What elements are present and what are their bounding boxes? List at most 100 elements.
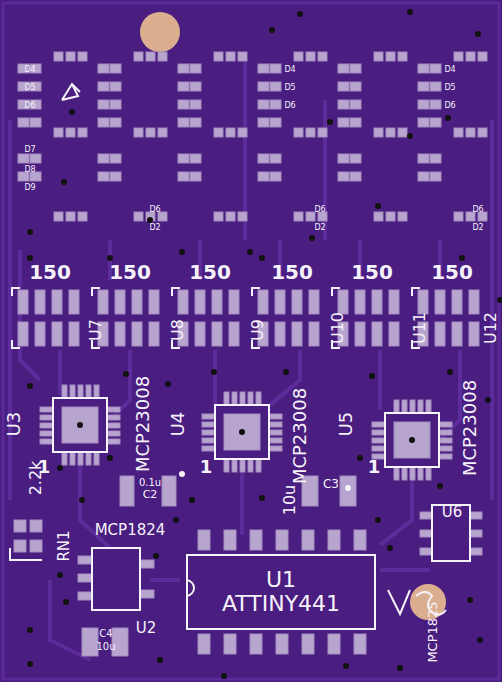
segment-pad bbox=[190, 118, 201, 127]
qfn-pad bbox=[394, 400, 399, 412]
segment-pad bbox=[178, 118, 189, 127]
mounting-hole bbox=[140, 12, 180, 52]
copper-trace bbox=[380, 475, 412, 545]
segment-pad bbox=[270, 100, 281, 109]
via bbox=[239, 429, 245, 435]
via bbox=[165, 381, 171, 387]
segment-pad bbox=[318, 128, 327, 137]
pad-label: D5 bbox=[24, 84, 35, 92]
silkscreen-label: 150 bbox=[109, 262, 151, 282]
capacitor-pad bbox=[162, 476, 176, 506]
resistor-network-pad bbox=[258, 290, 268, 314]
resistor-network-pad bbox=[355, 290, 365, 314]
segment-pad bbox=[418, 118, 429, 127]
segment-pad bbox=[66, 52, 75, 61]
segment-pad bbox=[338, 172, 349, 181]
dip-pad bbox=[276, 634, 288, 654]
segment-pad bbox=[110, 100, 121, 109]
qfn-pad bbox=[78, 453, 83, 465]
segment-pad bbox=[466, 52, 475, 61]
segment-pad bbox=[350, 154, 361, 163]
qfn-pad bbox=[40, 407, 52, 412]
via bbox=[283, 369, 289, 375]
segment-pad bbox=[338, 118, 349, 127]
qfn-outline bbox=[53, 398, 107, 452]
segment-pad bbox=[338, 100, 349, 109]
resistor-network-pad bbox=[292, 290, 302, 314]
segment-pad bbox=[190, 82, 201, 91]
via bbox=[327, 119, 333, 125]
segment-pad bbox=[98, 172, 109, 181]
segment-pad bbox=[18, 154, 29, 163]
segment-pad bbox=[110, 154, 121, 163]
pad-label: D2 bbox=[149, 224, 160, 232]
qfn-thermal-pad bbox=[224, 414, 260, 450]
silkscreen-label: U4 bbox=[169, 412, 187, 437]
segment-pad bbox=[30, 118, 41, 127]
sot-pad bbox=[470, 530, 482, 537]
qfn-pad bbox=[78, 385, 83, 397]
board-edge bbox=[3, 3, 499, 679]
via bbox=[153, 553, 159, 559]
segment-pad bbox=[66, 212, 75, 221]
dip-pad bbox=[224, 634, 236, 654]
resistor-network-pad bbox=[372, 290, 382, 314]
qfn-thermal-pad bbox=[62, 407, 98, 443]
qfn-pad bbox=[108, 407, 120, 412]
segment-pad bbox=[258, 64, 269, 73]
qfn-pad bbox=[108, 423, 120, 428]
segment-pad bbox=[454, 128, 463, 137]
rn1-outline bbox=[10, 548, 42, 560]
qfn-pad bbox=[62, 385, 67, 397]
resistor-network-pad bbox=[52, 322, 62, 346]
capacitor-pad bbox=[340, 476, 356, 506]
via bbox=[107, 255, 113, 261]
qfn-pad bbox=[440, 454, 452, 459]
sot-pad bbox=[420, 512, 432, 519]
segment-pad bbox=[54, 52, 63, 61]
resistor-network-pad bbox=[149, 290, 159, 314]
silkscreen-label: 10u bbox=[282, 485, 298, 516]
segment-pad bbox=[158, 52, 167, 61]
sot-pad bbox=[78, 556, 92, 564]
qfn-pad bbox=[372, 430, 384, 435]
segment-pad bbox=[270, 82, 281, 91]
segment-pad bbox=[258, 118, 269, 127]
qfn-pad bbox=[402, 400, 407, 412]
silkscreen-label: U6 bbox=[442, 505, 463, 520]
via bbox=[77, 422, 83, 428]
dip-pad bbox=[250, 634, 262, 654]
silkscreen-label: C2 bbox=[143, 489, 158, 500]
segment-pad bbox=[18, 118, 29, 127]
resistor-network-pad bbox=[69, 322, 79, 346]
segment-pad bbox=[134, 52, 143, 61]
resistor-network-pad bbox=[452, 290, 462, 314]
via bbox=[61, 179, 67, 185]
qfn-pad bbox=[270, 414, 282, 419]
pad-label: D9 bbox=[24, 184, 35, 192]
segment-pad bbox=[350, 64, 361, 73]
qfn-pad bbox=[256, 392, 261, 404]
qfn-pad bbox=[440, 446, 452, 451]
via bbox=[309, 235, 315, 241]
dip-pad bbox=[302, 634, 314, 654]
via bbox=[375, 517, 381, 523]
resistor-network-pad bbox=[35, 290, 45, 314]
via bbox=[269, 27, 275, 33]
qfn-pad bbox=[372, 446, 384, 451]
via bbox=[467, 597, 473, 603]
segment-pad bbox=[178, 154, 189, 163]
segment-pad bbox=[110, 64, 121, 73]
qfn-pad bbox=[202, 430, 214, 435]
qfn-pad bbox=[202, 414, 214, 419]
qfn-pad bbox=[70, 385, 75, 397]
segment-pad bbox=[478, 128, 487, 137]
via bbox=[179, 249, 185, 255]
resistor-network-pad bbox=[389, 322, 399, 346]
resistor-network-pad bbox=[212, 322, 222, 346]
segment-pad bbox=[398, 212, 407, 221]
qfn-pad bbox=[248, 460, 253, 472]
segment-pad bbox=[190, 100, 201, 109]
dip-pad bbox=[354, 530, 366, 550]
